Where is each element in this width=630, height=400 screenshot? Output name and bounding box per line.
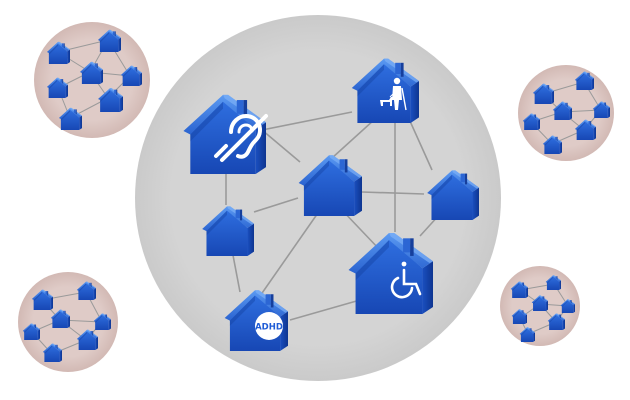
house-wheelchair — [348, 233, 433, 314]
edge-center-left — [253, 197, 299, 213]
hearing-impaired-icon — [214, 113, 268, 162]
edge-hearing-center — [261, 129, 301, 163]
wheelchair-icon — [390, 261, 422, 299]
edge-adhd-wheel — [289, 299, 361, 321]
house-elder — [351, 58, 419, 123]
edge-center-right — [361, 191, 425, 195]
edge-center-adhd — [259, 209, 321, 297]
house-hearing — [183, 94, 268, 174]
elder-with-guide-dog-icon — [380, 77, 407, 111]
house-adhd: ADHD — [224, 290, 288, 351]
adhd-badge-label: ADHD — [255, 323, 283, 333]
edge-left-adhd — [231, 249, 241, 293]
edge-hearing-elder — [261, 111, 353, 131]
adhd-badge-icon: ADHD — [255, 312, 283, 340]
